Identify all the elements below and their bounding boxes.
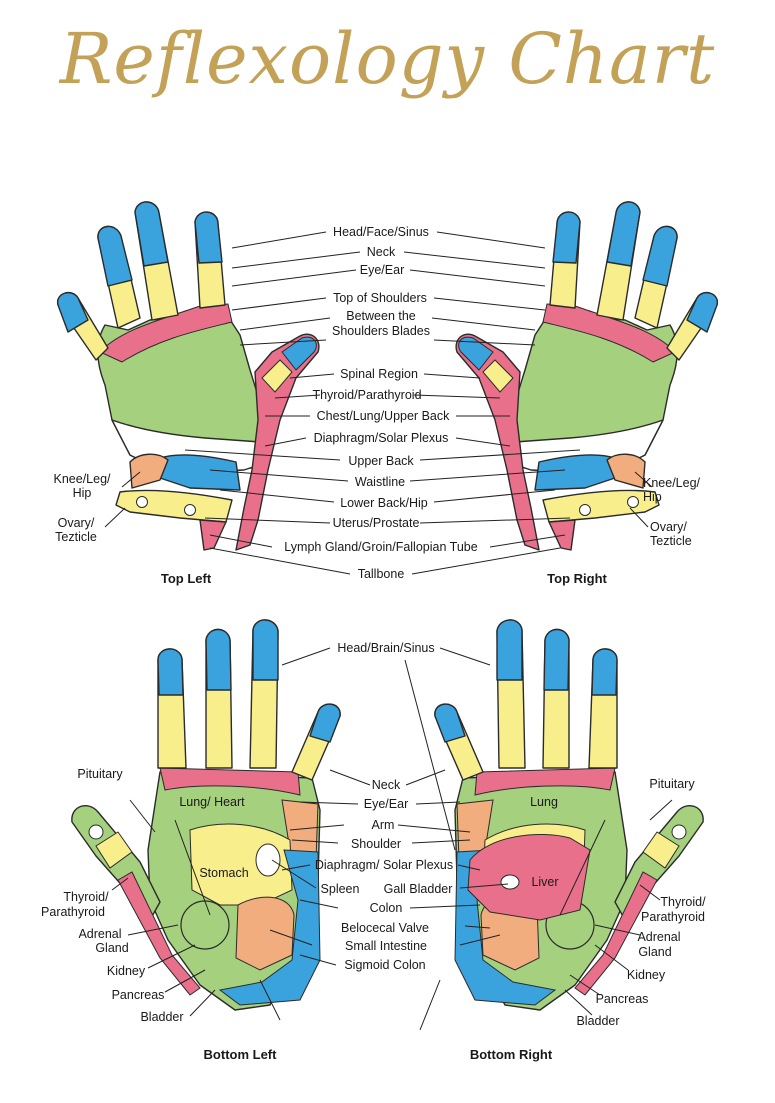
bottom-leader-lines <box>111 647 673 1031</box>
label-shoulder: Shoulder <box>351 837 401 851</box>
label-neck: Neck <box>367 245 396 259</box>
label-spinal-region: Spinal Region <box>340 367 418 381</box>
label-left-ovary-2: Tezticle <box>55 530 97 544</box>
label-small-intestine: Small Intestine <box>345 939 427 953</box>
label-right-adrenal-1: Adrenal <box>637 930 680 944</box>
caption-bottom-left: Bottom Left <box>204 1047 278 1062</box>
label-chest-lung-upper-back: Chest/Lung/Upper Back <box>317 409 450 423</box>
label-right-thyroid-1: Thyroid/ <box>660 895 706 909</box>
label-lymph-gland: Lymph Gland/Groin/Fallopian Tube <box>284 540 477 554</box>
label-gall-bladder: Gall Bladder <box>384 882 453 896</box>
label-right-knee-1: Knee/Leg/ <box>643 476 701 490</box>
label-between-shoulders-1: Between the <box>346 309 416 323</box>
label-sigmoid-colon: Sigmoid Colon <box>344 958 425 972</box>
label-right-pituitary: Pituitary <box>649 777 695 791</box>
label-head-face-sinus: Head/Face/Sinus <box>333 225 429 239</box>
label-left-knee-2: Hip <box>73 486 92 500</box>
label-right-thyroid-2: Parathyroid <box>641 910 705 924</box>
label-right-knee-2: Hip <box>643 490 662 504</box>
top-leader-lines <box>104 231 653 575</box>
label-diaphragm-solar-plexus: Diaphragm/Solar Plexus <box>314 431 449 445</box>
label-left-adrenal-1: Adrenal <box>78 927 121 941</box>
label-thyroid-parathyroid: Thyroid/Parathyroid <box>312 388 421 402</box>
label-head-brain-sinus: Head/Brain/Sinus <box>337 641 434 655</box>
label-left-knee-1: Knee/Leg/ <box>54 472 112 486</box>
label-eye-ear: Eye/Ear <box>360 263 404 277</box>
top-left-hand <box>56 201 320 551</box>
label-right-pancreas: Pancreas <box>596 992 649 1006</box>
bottom-labels: Head/Brain/Sinus Neck Eye/Ear Arm Should… <box>41 641 706 1062</box>
label-upper-back: Upper Back <box>348 454 414 468</box>
label-right-adrenal-2: Gland <box>638 945 671 959</box>
chart-title: Reflexology Chart <box>59 18 716 100</box>
label-lower-back-hip: Lower Back/Hip <box>340 496 428 510</box>
label-diaphragm-solar-plexus: Diaphragm/ Solar Plexus <box>315 858 453 872</box>
label-left-thyroid-1: Thyroid/ <box>63 890 109 904</box>
label-waistline: Waistline <box>355 475 405 489</box>
label-left-thyroid-2: Parathyroid <box>41 905 105 919</box>
label-liver: Liver <box>531 875 558 889</box>
label-stomach: Stomach <box>199 866 248 880</box>
label-left-kidney: Kidney <box>107 964 146 978</box>
label-right-kidney: Kidney <box>627 968 666 982</box>
label-left-pituitary: Pituitary <box>77 767 123 781</box>
label-uterus-prostate: Uterus/Prostate <box>333 516 420 530</box>
top-right-hand <box>455 201 719 551</box>
label-right-bladder: Bladder <box>576 1014 619 1028</box>
label-left-ovary-1: Ovary/ <box>58 516 95 530</box>
label-lung: Lung <box>530 795 558 809</box>
label-belocecal-valve: Belocecal Valve <box>341 921 429 935</box>
bottom-right-hand <box>434 619 704 1011</box>
label-top-of-shoulders: Top of Shoulders <box>333 291 427 305</box>
caption-top-left: Top Left <box>161 571 212 586</box>
top-labels: Head/Face/Sinus Neck Eye/Ear Top of Shou… <box>54 225 701 586</box>
label-left-adrenal-2: Gland <box>95 941 128 955</box>
caption-bottom-right: Bottom Right <box>470 1047 553 1062</box>
label-lung-heart: Lung/ Heart <box>179 795 245 809</box>
label-arm: Arm <box>372 818 395 832</box>
label-neck: Neck <box>372 778 401 792</box>
label-right-ovary-1: Ovary/ <box>650 520 687 534</box>
label-spleen: Spleen <box>321 882 360 896</box>
label-left-pancreas: Pancreas <box>112 988 165 1002</box>
label-colon: Colon <box>370 901 403 915</box>
label-tailbone: Tallbone <box>358 567 405 581</box>
label-left-bladder: Bladder <box>140 1010 183 1024</box>
label-right-ovary-2: Tezticle <box>650 534 692 548</box>
caption-top-right: Top Right <box>547 571 607 586</box>
label-eye-ear: Eye/Ear <box>364 797 408 811</box>
label-between-shoulders-2: Shoulders Blades <box>332 324 430 338</box>
